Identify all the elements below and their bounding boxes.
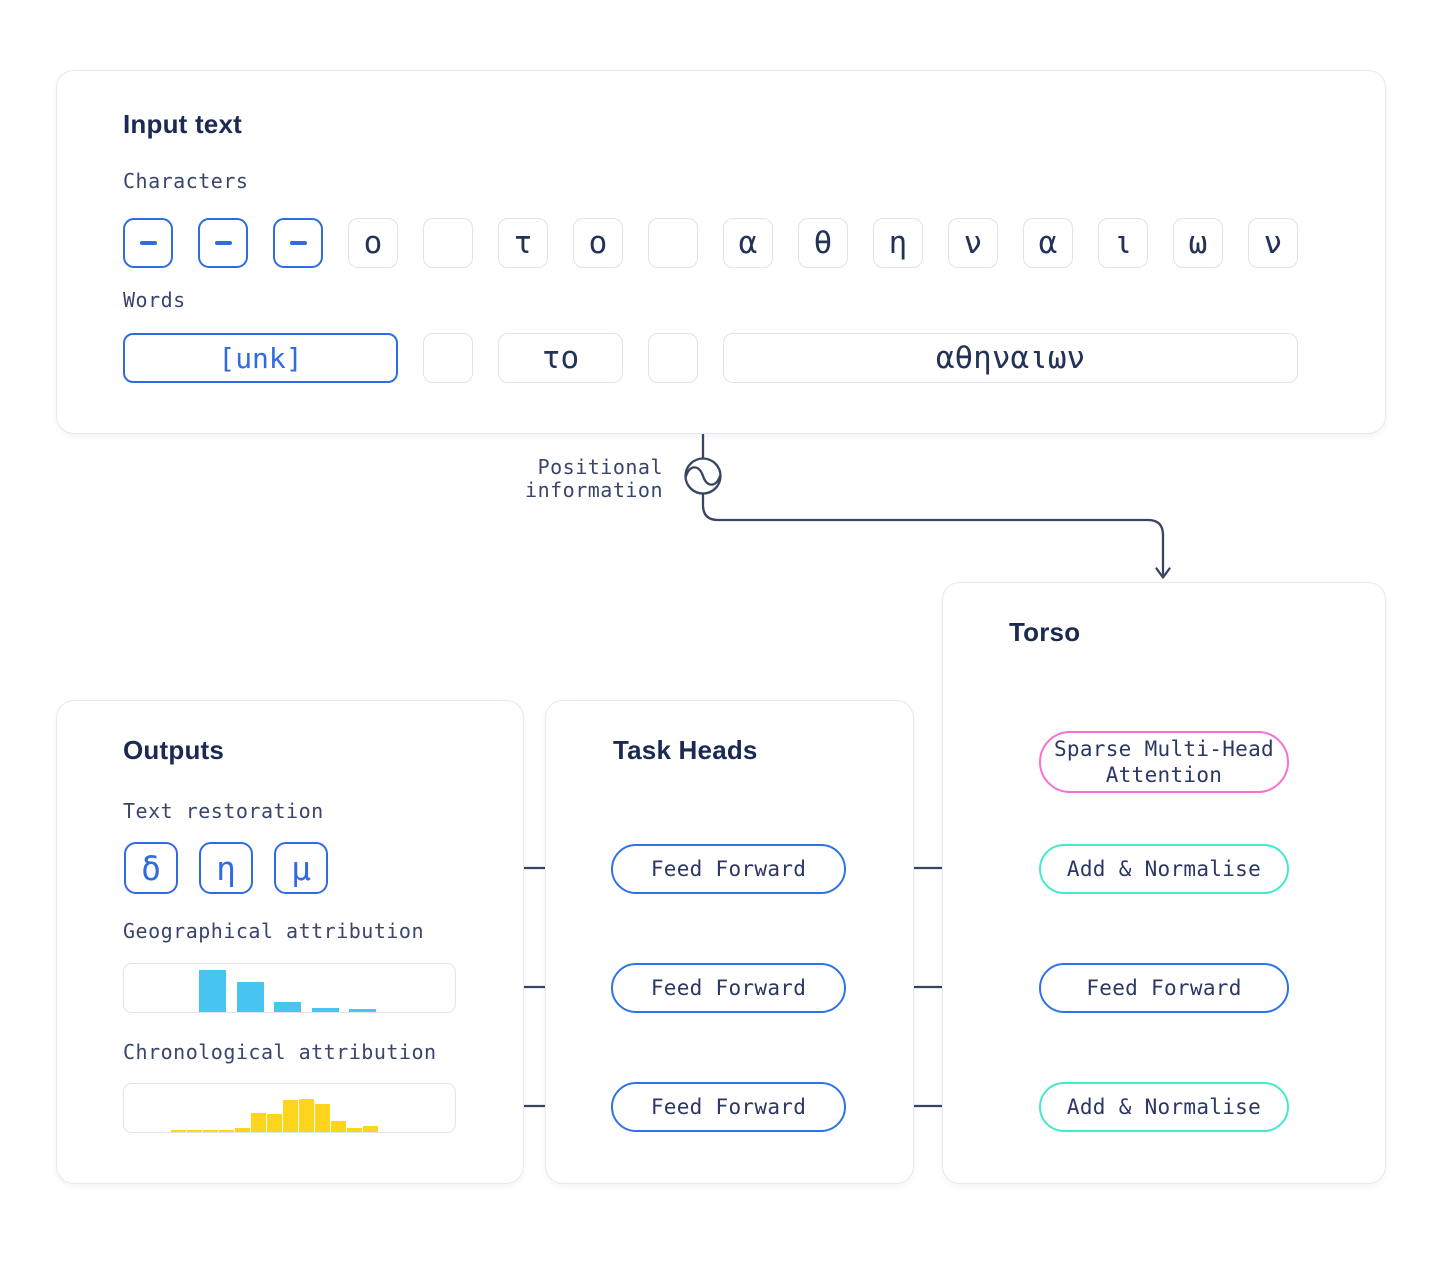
words-row: [unk] το αθηναιων — [123, 333, 1298, 383]
mask-dash — [139, 241, 157, 245]
chronological-attribution-chart — [123, 1083, 456, 1133]
task-head-feed-forward-1: Feed Forward — [611, 844, 846, 894]
masked-char-cell — [123, 218, 173, 268]
distribution-bar — [311, 1008, 339, 1012]
distribution-bar — [315, 1104, 330, 1132]
char-cell: ν — [948, 218, 998, 268]
char-cell: η — [873, 218, 923, 268]
torso-feed-forward-block: Feed Forward — [1039, 963, 1289, 1013]
distribution-bar — [331, 1121, 346, 1132]
distribution-bar — [363, 1126, 378, 1132]
restored-letter-box: δ — [124, 842, 178, 894]
positional-information-label: Positional information — [525, 456, 663, 502]
input-panel-title: Input text — [123, 109, 242, 139]
distribution-bar — [236, 982, 264, 1012]
geographical-attribution-chart — [123, 963, 456, 1013]
distribution-bar — [187, 1130, 202, 1132]
wire-positional-to-torso — [701, 492, 1171, 579]
positional-encoding-icon — [684, 457, 722, 495]
char-cell: α — [1023, 218, 1073, 268]
distribution-bar — [199, 970, 226, 1012]
outputs-title: Outputs — [123, 735, 225, 765]
geographical-attribution-label: Geographical attribution — [123, 919, 424, 943]
space-word-cell — [648, 333, 698, 383]
distribution-bar — [235, 1128, 250, 1132]
add-normalise-block-1: Add & Normalise — [1039, 844, 1289, 894]
restored-letter-box: μ — [274, 842, 328, 894]
chronological-attribution-label: Chronological attribution — [123, 1040, 437, 1064]
positional-encoding-wave — [684, 466, 722, 486]
distribution-bar — [171, 1130, 186, 1132]
distribution-bar — [349, 1009, 376, 1012]
distribution-bar — [283, 1100, 298, 1132]
char-cell: ω — [1173, 218, 1223, 268]
words-label: Words — [123, 288, 186, 312]
characters-label: Characters — [123, 169, 249, 193]
distribution-bar — [203, 1130, 218, 1132]
char-cell: ι — [1098, 218, 1148, 268]
masked-word-cell: [unk] — [123, 333, 398, 383]
space-cell — [423, 218, 473, 268]
torso-title: Torso — [1009, 617, 1081, 647]
distribution-bar — [299, 1099, 314, 1132]
masked-char-cell — [198, 218, 248, 268]
char-cell: α — [723, 218, 773, 268]
char-cell: τ — [498, 218, 548, 268]
distribution-bar — [219, 1130, 234, 1132]
char-cell: ο — [348, 218, 398, 268]
restored-letter-box: η — [199, 842, 253, 894]
mask-dash — [289, 241, 307, 245]
space-word-cell — [423, 333, 473, 383]
task-heads-panel: Task Heads Feed Forward Feed Forward Fee… — [545, 700, 914, 1184]
text-restoration-label: Text restoration — [123, 799, 324, 823]
distribution-bar — [251, 1113, 266, 1132]
word-cell: το — [498, 333, 623, 383]
mask-dash — [214, 241, 232, 245]
positional-label-line1: Positional — [537, 455, 663, 479]
add-normalise-block-2: Add & Normalise — [1039, 1082, 1289, 1132]
task-head-feed-forward-2: Feed Forward — [611, 963, 846, 1013]
distribution-bar — [347, 1128, 362, 1132]
task-head-feed-forward-3: Feed Forward — [611, 1082, 846, 1132]
positional-label-line2: information — [525, 478, 663, 502]
distribution-bar — [267, 1114, 282, 1132]
space-cell — [648, 218, 698, 268]
word-cell: αθηναιων — [723, 333, 1298, 383]
distribution-bar — [274, 1002, 301, 1012]
masked-char-cell — [273, 218, 323, 268]
char-cell: θ — [798, 218, 848, 268]
char-cell: ν — [1248, 218, 1298, 268]
char-cell: ο — [573, 218, 623, 268]
task-heads-title: Task Heads — [613, 735, 758, 765]
